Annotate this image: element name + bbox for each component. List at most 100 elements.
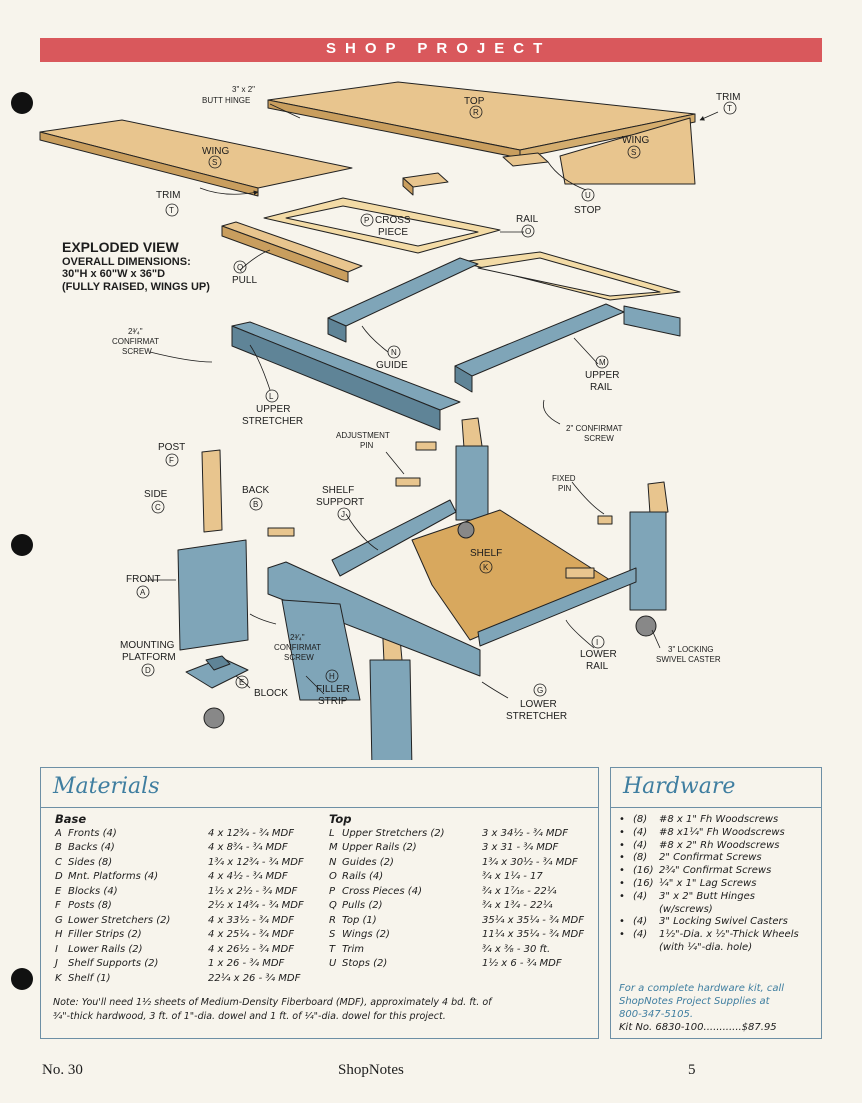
bullet-icon: •: [619, 865, 625, 877]
part-letter: J: [55, 958, 58, 969]
hardware-item: •(8)#8 x 1" Fh Woodscrews: [619, 814, 799, 827]
part-name: Blocks (4): [68, 885, 118, 897]
part-size: 1³⁄₄ x 30¹⁄₂ - ³⁄₄ MDF: [482, 856, 578, 868]
label-stretcher: STRETCHER: [242, 416, 303, 427]
hardware-desc: 3" Locking Swivel Casters: [659, 916, 788, 928]
label-cross: CROSS: [375, 215, 411, 226]
label-back: BACK: [242, 485, 270, 496]
kit-number: Kit No. 6830-100............$87.95: [619, 1022, 777, 1033]
top-heading: Top: [329, 812, 352, 826]
hardware-title: Hardware: [623, 774, 736, 799]
hardware-qty: (16): [633, 877, 654, 889]
part-letter: P: [329, 885, 336, 897]
label-lower-rail: RAIL: [586, 661, 609, 672]
label-strip: STRIP: [318, 696, 348, 707]
part-letter: Q: [329, 900, 337, 911]
part-name: Rails (4): [342, 871, 384, 882]
part-name: Guides (2): [342, 856, 394, 868]
letter-block: E: [239, 678, 244, 687]
part-letter: E: [55, 885, 62, 897]
overall-dimensions: 30"H x 60"W x 36"D: [62, 268, 165, 280]
bullet-icon: •: [619, 916, 625, 928]
label-butt-hinge: BUTT HINGE: [202, 96, 250, 105]
hardware-qty: (16): [633, 865, 654, 877]
bullet-icon: •: [619, 839, 625, 851]
letter-post: F: [169, 456, 174, 465]
part-size: 1¹⁄₂ x 6 - ³⁄₄ MDF: [482, 958, 562, 969]
part-name: Stops (2): [342, 958, 388, 969]
label-confirmat-size: 2³⁄₄": [128, 327, 143, 336]
section-banner: SHOP PROJECT: [40, 38, 822, 62]
part-size: 4 x 4¹⁄₂ - ³⁄₄ MDF: [208, 871, 288, 882]
letter-top: R: [473, 108, 479, 117]
hardware-item: •(4)#8 x 2" Rh Woodscrews: [619, 840, 799, 853]
dimensions-note: (FULLY RAISED, WINGS UP): [62, 281, 210, 293]
label-top: TOP: [464, 96, 485, 107]
letter-upper-rail: M: [599, 358, 606, 367]
part-name: Lower Rails (2): [68, 943, 143, 955]
hardware-item: •(4)3" x 2" Butt Hinges: [619, 891, 799, 904]
hardware-qty: (8): [633, 814, 648, 825]
label-adjustment: ADJUSTMENT: [336, 431, 390, 440]
label-butt-hinge-size: 3" x 2": [232, 85, 255, 94]
materials-title: Materials: [53, 774, 160, 799]
letter-side: C: [155, 503, 161, 512]
part-size: 3 x 31 - ³⁄₄ MDF: [482, 842, 559, 853]
label-fixed: FIXED: [552, 474, 576, 483]
label-filler: FILLER: [316, 684, 350, 695]
label-post: POST: [158, 442, 185, 453]
label-wing-right: WING: [622, 135, 649, 146]
part-name: Wings (2): [342, 929, 390, 940]
part-name: Trim: [342, 943, 364, 955]
part-name: Shelf (1): [68, 972, 111, 984]
part-name: Upper Rails (2): [342, 842, 417, 853]
hardware-desc: #8 x1¹⁄₄" Fh Woodscrews: [659, 826, 785, 838]
label-caster: 3" LOCKING: [668, 645, 714, 654]
part-letter: H: [55, 929, 63, 940]
letter-shelf: K: [483, 563, 489, 572]
issue-number: No. 30: [42, 1062, 83, 1078]
part-name: Backs (4): [68, 842, 115, 853]
part-size: ³⁄₄ x 1¹⁄₄ - 17: [482, 871, 543, 882]
letter-guide: N: [391, 348, 397, 357]
label-platform: PLATFORM: [122, 652, 176, 663]
label-upper-s: UPPER: [256, 404, 290, 415]
hardware-qty: (8): [633, 852, 648, 864]
kit-note-line: ShopNotes Project Supplies at: [619, 996, 770, 1007]
materials-note: Note: You'll need 1¹⁄₂ sheets of Medium-…: [53, 996, 589, 1024]
label-lower-stretcher: STRETCHER: [506, 711, 567, 722]
label-confirmat-low-size: 2³⁄₄": [290, 633, 305, 642]
hardware-qty: (4): [633, 916, 648, 928]
letter-trim-right: T: [727, 104, 732, 113]
label-mounting: MOUNTING: [120, 640, 175, 651]
label-upper: UPPER: [585, 370, 619, 381]
magazine-name: ShopNotes: [338, 1062, 404, 1078]
part-size: 11¹⁄₄ x 35¹⁄₄ - ³⁄₄ MDF: [482, 929, 585, 940]
hardware-item: •(16)¹⁄₄" x 1" Lag Screws: [619, 878, 799, 891]
part-letter: I: [55, 943, 58, 955]
part-letter: A: [55, 827, 62, 839]
hardware-desc: 2³⁄₄" Confirmat Screws: [659, 865, 772, 877]
binder-hole: [11, 92, 33, 114]
lower-stretcher: [267, 561, 481, 677]
part-size: 35¹⁄₄ x 35¹⁄₄ - ³⁄₄ MDF: [482, 914, 585, 926]
hardware-desc: 3" x 2" Butt Hinges: [659, 890, 755, 902]
exploded-view-diagram: 3" x 2" BUTT HINGE TOP R TRIM T WING S W…: [39, 81, 740, 760]
bullet-icon: •: [619, 877, 625, 889]
part-name: Upper Stretchers (2): [342, 827, 445, 839]
bullet-icon: •: [619, 826, 625, 838]
binder-hole: [11, 534, 33, 556]
part-letter: L: [329, 827, 335, 839]
page-number: 5: [688, 1062, 696, 1078]
hardware-list: •(8)#8 x 1" Fh Woodscrews•(4)#8 x1¹⁄₄" F…: [619, 814, 799, 955]
label-rail: RAIL: [516, 214, 539, 225]
